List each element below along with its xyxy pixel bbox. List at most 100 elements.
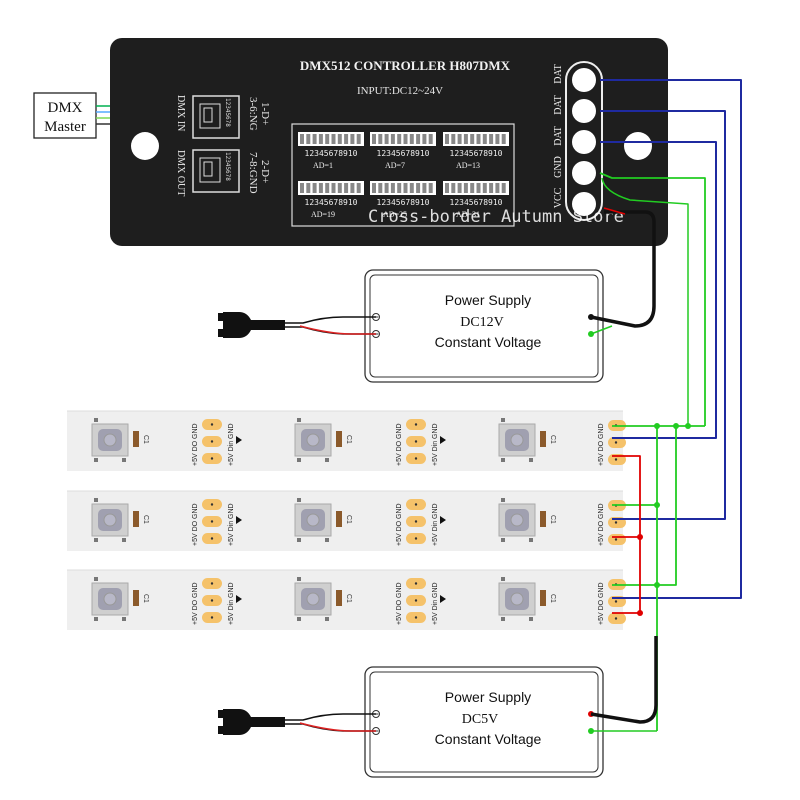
wire-12v-red — [603, 207, 626, 215]
dip-label: AD=25 — [383, 210, 407, 219]
rj45-in-pins: 12345678 — [224, 98, 231, 127]
terminal-label: DAT — [553, 126, 564, 145]
dip-digits: 12345678910 — [450, 149, 503, 158]
solder-pads: +5V DO GND+5V Din GND — [192, 578, 242, 625]
psu-5v-inner — [369, 671, 599, 773]
led-chip: C1 — [91, 418, 149, 462]
cap-label: C1 — [549, 515, 556, 524]
strip-end-pads: +5V DO GND — [598, 500, 626, 546]
capacitor — [540, 590, 546, 606]
dip-digits: 12345678910 — [377, 149, 430, 158]
direction-arrow — [236, 516, 242, 524]
pad-label-right: +5V Din GND — [432, 503, 439, 546]
pad-label-left: +5V DO GND — [192, 503, 199, 546]
dip-label: AD=13 — [456, 161, 480, 170]
psu-5v-line3: Constant Voltage — [435, 731, 542, 747]
led-chip: C1 — [294, 498, 352, 542]
terminal-screw — [572, 161, 596, 185]
mount-hole-left — [131, 132, 159, 160]
pin-legend-right-1: 2-D+ — [259, 160, 271, 183]
dip-label: AD=7 — [385, 161, 405, 170]
psu-12v-line3: Constant Voltage — [435, 334, 542, 350]
direction-arrow — [236, 436, 242, 444]
direction-arrow — [440, 436, 446, 444]
psu-5v: Power Supply DC5V Constant Voltage — [364, 666, 604, 778]
dip-label: AD=19 — [311, 210, 335, 219]
dip-digits: 12345678910 — [305, 198, 358, 207]
strip-body — [67, 491, 623, 551]
data-wire-2 — [600, 110, 726, 520]
psu-5v-outer — [364, 666, 604, 778]
mount-hole-right — [624, 132, 652, 160]
dip-label: AD=31 — [456, 210, 480, 219]
capacitor — [336, 431, 342, 447]
controller-title: DMX512 CONTROLLER H807DMX — [300, 58, 511, 73]
psu-12v: Power Supply DC12V Constant Voltage — [364, 269, 604, 383]
gnd-wire-controller-2 — [601, 177, 689, 426]
strip-body — [67, 570, 623, 630]
pad-label-left: +5V DO GND — [396, 423, 403, 466]
wiring — [590, 79, 742, 732]
solder-pads: +5V DO GND+5V Din GND — [192, 419, 242, 466]
rj45-out-pins: 12345678 — [224, 152, 231, 181]
watermark: Cross-border Autumn Store — [368, 207, 624, 227]
terminal-label: DAT — [553, 95, 564, 114]
wire-5v-black — [590, 636, 658, 724]
rj45-dmx-out: 12345678 — [192, 149, 240, 193]
psu-12v-line2: DC12V — [460, 315, 504, 330]
led-chip: C1 — [91, 498, 149, 542]
terminal-label: GND — [553, 156, 564, 178]
dip-digits: 12345678910 — [377, 198, 430, 207]
pad-label-left: +5V DO GND — [192, 423, 199, 466]
cap-label: C1 — [142, 594, 149, 603]
cap-label: C1 — [345, 515, 352, 524]
pin-legend-right-2: 7-8:GND — [247, 152, 259, 194]
rj45-dmx-in: 12345678 — [192, 95, 240, 139]
dmx-out-label: DMX OUT — [175, 150, 186, 196]
gnd-wire-controller — [599, 172, 706, 426]
strip-body — [67, 411, 623, 471]
led-chip: C1 — [91, 577, 149, 621]
dmx-master-box — [33, 92, 97, 139]
capacitor — [133, 431, 139, 447]
cap-label: C1 — [345, 594, 352, 603]
psu-5v-line1: Power Supply — [445, 689, 531, 705]
dmx-master-line1: DMX — [47, 100, 82, 116]
dip-digits: 12345678910 — [305, 149, 358, 158]
solder-pads: +5V DO GND+5V Din GND — [396, 419, 446, 466]
cap-label: C1 — [142, 435, 149, 444]
end-pad-labels: +5V DO GND — [598, 503, 605, 546]
capacitor — [336, 511, 342, 527]
terminal-label: DAT — [553, 64, 564, 83]
led-chip: C1 — [498, 418, 556, 462]
dmx-in-label: DMX IN — [175, 95, 186, 131]
capacitor — [540, 511, 546, 527]
cap-label: C1 — [549, 594, 556, 603]
dip-digits: 12345678910 — [450, 198, 503, 207]
led-chip: C1 — [498, 498, 556, 542]
dmx-master-line2: Master — [44, 119, 86, 135]
psu-12v-inner — [369, 274, 599, 378]
solder-pads: +5V DO GND+5V Din GND — [192, 499, 242, 546]
capacitor — [540, 431, 546, 447]
pad-label-right: +5V Din GND — [228, 582, 235, 625]
end-pad-labels: +5V DO GND — [598, 582, 605, 625]
wire-12v-black — [590, 210, 656, 328]
solder-pads: +5V DO GND+5V Din GND — [396, 578, 446, 625]
cap-label: C1 — [345, 435, 352, 444]
data-wire-1 — [600, 79, 742, 599]
dmx-controller: DMX512 CONTROLLER H807DMX INPUT:DC12~24V… — [110, 38, 668, 246]
led-chip: C1 — [498, 577, 556, 621]
pin-legend-left-2: 3-6:NG — [247, 97, 259, 131]
dip-label: AD=1 — [313, 161, 333, 170]
direction-arrow — [440, 595, 446, 603]
